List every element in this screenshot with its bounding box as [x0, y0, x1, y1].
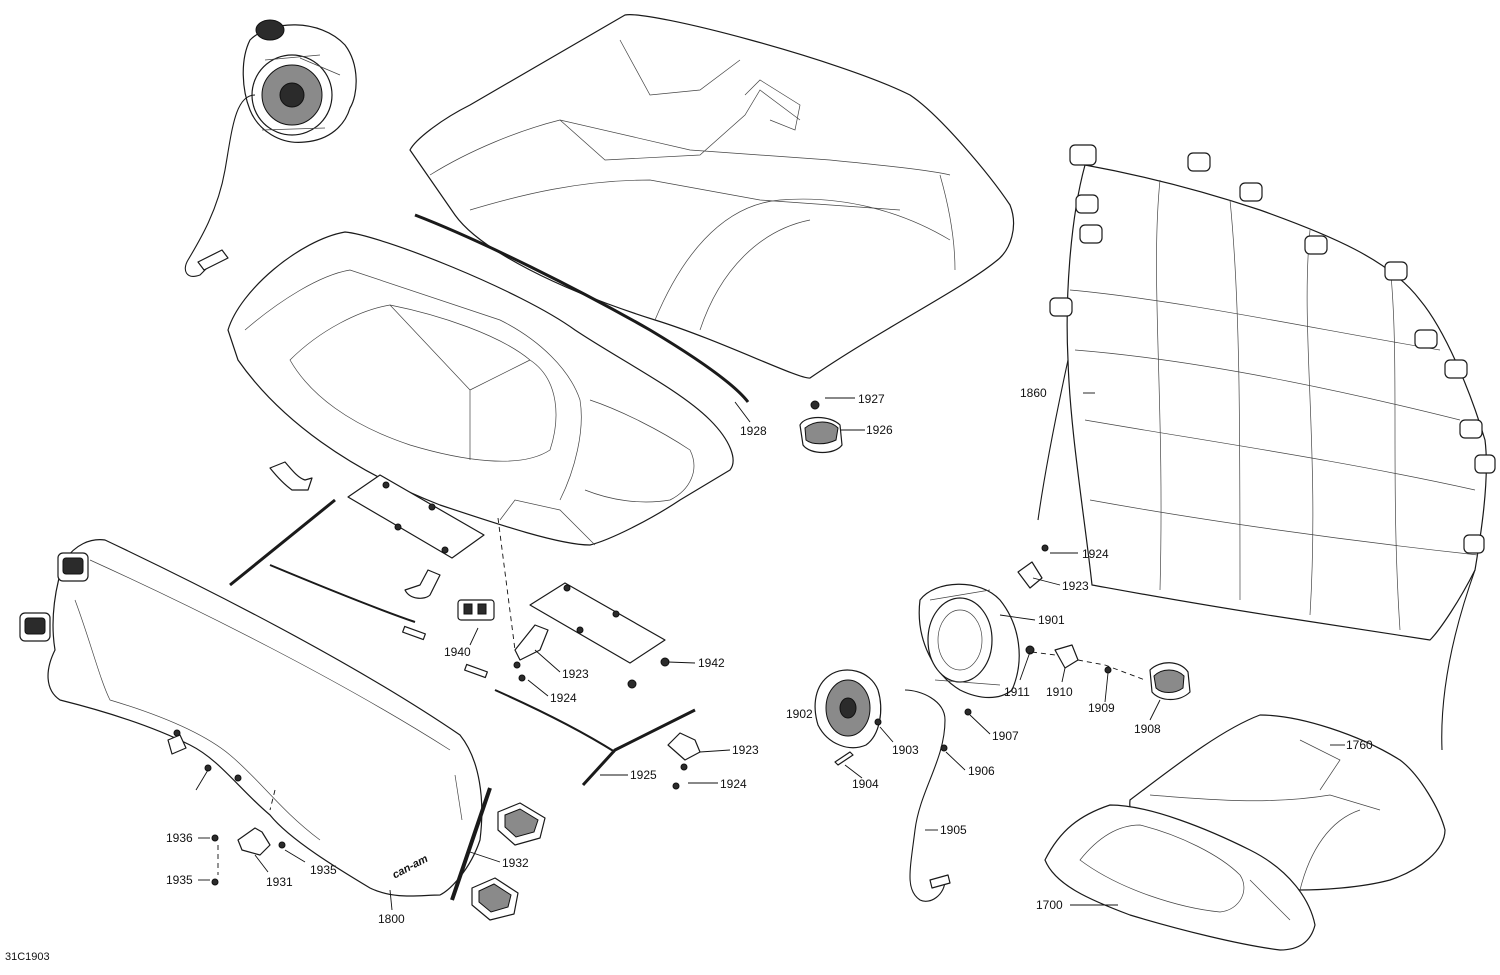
label-1935-left: 1935 — [166, 873, 193, 887]
bracket-1923c — [667, 732, 701, 761]
roof-panel — [409, 14, 1015, 379]
label-1904: 1904 — [852, 777, 879, 791]
label-1942: 1942 — [698, 656, 725, 670]
pad-upper — [497, 802, 546, 846]
label-1905: 1905 — [940, 823, 967, 837]
label-1903: 1903 — [892, 743, 919, 757]
clip-1926 — [799, 416, 843, 454]
label-1907: 1907 — [992, 729, 1019, 743]
bracket-mid — [404, 569, 441, 599]
wire-1905 — [904, 689, 946, 902]
clip-1908 — [1149, 662, 1191, 701]
rod-lower — [269, 564, 416, 623]
label-1906: 1906 — [968, 764, 995, 778]
rod-segment — [402, 625, 426, 641]
cover-plate-right — [529, 582, 666, 664]
label-1924-center: 1924 — [550, 691, 577, 705]
label-1911: 1911 — [1004, 685, 1030, 699]
latch-1931 — [237, 827, 271, 856]
rod-1925-a — [494, 689, 616, 753]
label-1927: 1927 — [858, 392, 885, 406]
tub-1700 — [1044, 804, 1316, 951]
label-1923-lower: 1923 — [732, 743, 759, 757]
pad-lower — [471, 877, 519, 921]
label-1925: 1925 — [630, 768, 657, 782]
label-1923-center: 1923 — [562, 667, 589, 681]
bracket-1910 — [1054, 644, 1079, 669]
label-1923-right: 1923 — [1062, 579, 1089, 593]
label-1909: 1909 — [1088, 701, 1115, 715]
rear-tub — [227, 231, 734, 546]
rod-1925 — [581, 708, 696, 787]
rod-segment-2 — [464, 663, 488, 679]
clip-1940 — [457, 599, 495, 621]
rod-left — [229, 498, 336, 587]
speaker-top-left — [184, 19, 357, 277]
strip-1932 — [450, 787, 492, 901]
label-1700: 1700 — [1036, 898, 1063, 912]
cover-plate-left — [347, 474, 485, 559]
label-1928: 1928 — [740, 424, 767, 438]
label-1940: 1940 — [444, 645, 471, 659]
label-1932: 1932 — [502, 856, 529, 870]
speaker-1902 — [814, 669, 882, 749]
door-panel-1800: can-am — [19, 539, 483, 897]
label-1935-right: 1935 — [310, 863, 337, 877]
speaker-right-1901 — [918, 583, 1020, 699]
callout-leaders-center — [469, 392, 1095, 784]
bracket-upper-left — [269, 461, 313, 491]
label-1924-lower: 1924 — [720, 777, 747, 791]
label-1931: 1931 — [266, 875, 293, 889]
bracket-1923b — [514, 624, 549, 661]
callout-labels: 1928 1927 1926 1860 1924 1923 1901 1911 … — [5, 386, 1373, 963]
label-1908: 1908 — [1134, 722, 1161, 736]
label-1901: 1901 — [1038, 613, 1065, 627]
label-1924-right: 1924 — [1082, 547, 1109, 561]
pin-1904 — [834, 751, 854, 766]
label-1860: 1860 — [1020, 386, 1047, 400]
label-1902: 1902 — [786, 707, 813, 721]
label-1936: 1936 — [166, 831, 193, 845]
figure-id: 31C1903 — [5, 951, 50, 963]
screw-1927 — [810, 400, 820, 410]
label-1910: 1910 — [1046, 685, 1073, 699]
seal-strip-1928 — [414, 213, 750, 403]
cargo-net — [1037, 144, 1496, 751]
label-1926: 1926 — [866, 423, 893, 437]
label-1760: 1760 — [1346, 738, 1373, 752]
bracket-1923a — [1017, 561, 1043, 589]
label-1800: 1800 — [378, 912, 405, 926]
